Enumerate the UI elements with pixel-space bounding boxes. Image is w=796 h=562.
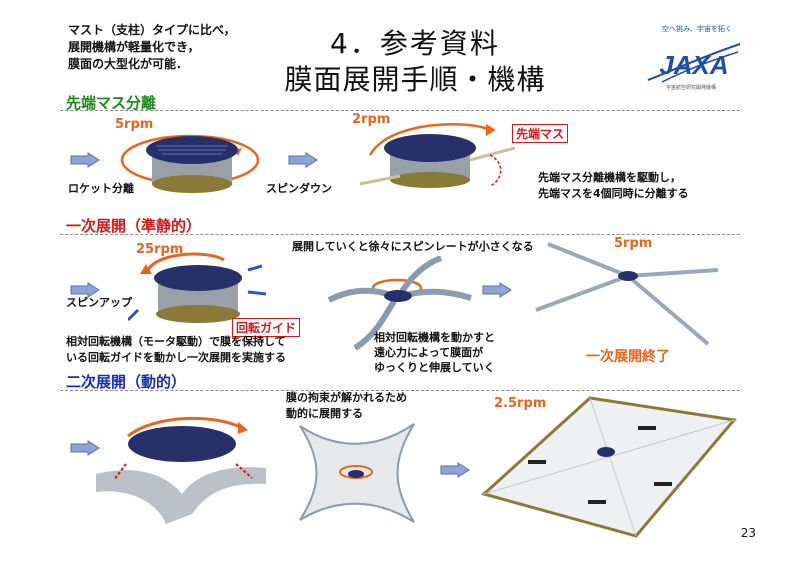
rpm-label: 2rpm [352,112,391,127]
page-title: 4．参考資料 [330,27,500,60]
spacecraft-illustration [359,123,516,188]
membrane-star-illustration [299,423,415,523]
desc-line: 動的に展開する [286,407,363,420]
logo-org: 宇宙航空研究開発機構 [666,85,717,91]
intro-line-3: 膜面の大型化が可能． [68,57,189,71]
flow-arrow-icon [70,152,100,168]
logo-tagline: 空へ挑み、宇宙を拓く [662,25,732,33]
flow-arrow-icon [440,462,470,478]
desc-line: いる回転ガイドを動かし一次展開を実施する [66,351,286,364]
rpm-label: 5rpm [614,236,653,251]
spacecraft-illustration [120,134,260,193]
desc-line: ゆっくりと伸展していく [374,361,495,374]
note-secondary: 膜の拘束が解かれるため 動的に展開する [286,390,407,422]
flow-arrow-icon [70,282,100,298]
label-rocket-separation: ロケット分離 [68,182,134,195]
jaxa-wordmark-icon: JAXA [647,43,741,83]
intro-line-1: マスト（支柱）タイプに比べ， [68,23,236,37]
section-title-primary-deployment: 一次展開（準静的） [66,217,202,235]
spacecraft-illustration [128,252,267,323]
rpm-label: 2.5rpm [494,396,547,411]
section-divider [60,108,740,111]
desc-line: 先端マスを4個同時に分離する [538,187,689,200]
desc-primary-left: 相対回転機構（モータ駆動）で膜を保持して いる回転ガイドを動かし一次展開を実施す… [66,334,286,366]
desc-line: 相対回転機構（モータ駆動）で膜を保持して [66,335,286,348]
page-subtitle: 膜面展開手順・機構 [284,63,546,96]
label-spin-up: スピンアップ [66,296,132,309]
section-title-secondary-deployment: 二次展開（動的） [66,373,187,391]
membrane-square-illustration [480,396,737,538]
desc-primary-mid: 相対回転機構を動かすと 遠心力によって膜面が ゆっくりと伸展していく [374,330,495,375]
hub-closeup-illustration [96,416,266,524]
intro-line-2: 展開機構が軽量化でき， [68,40,200,54]
note-spin-decrease: 展開していくと徐々にスピンレートが小さくなる [292,240,534,253]
callout-tip-mass: 先端マス [512,124,569,143]
desc-line: 膜の拘束が解かれるため [286,391,407,404]
intro-text: マスト（支柱）タイプに比べ， 展開機構が軽量化でき， 膜面の大型化が可能． [68,22,298,73]
rpm-label: 5rpm [115,117,154,132]
page-number: 23 [740,526,756,540]
callout-rotation-guide: 回転ガイド [232,318,301,337]
jaxa-logo: 空へ挑み、宇宙を拓く JAXA 宇宙航空研究開発機構 [636,22,746,94]
label-primary-complete: 一次展開終了 [586,349,670,365]
label-spin-down: スピンダウン [266,182,332,195]
desc-line: 先端マス分離機構を駆動し， [538,171,681,184]
desc-line: 遠心力によって膜面が [374,346,484,359]
flow-arrow-icon [288,152,318,168]
membrane-cross-illustration [535,242,719,346]
section-divider [60,388,740,391]
section-divider [60,232,740,235]
rpm-label: 25rpm [136,242,184,257]
desc-mass-separation: 先端マス分離機構を駆動し， 先端マスを4個同時に分離する [538,170,689,202]
logo-wordmark: JAXA [659,50,728,80]
desc-line: 相対回転機構を動かすと [374,331,495,344]
membrane-deploying-illustration [327,256,472,351]
flow-arrow-icon [482,282,512,298]
flow-arrow-icon [70,440,100,456]
section-title-mass-separation: 先端マス分離 [66,94,157,112]
